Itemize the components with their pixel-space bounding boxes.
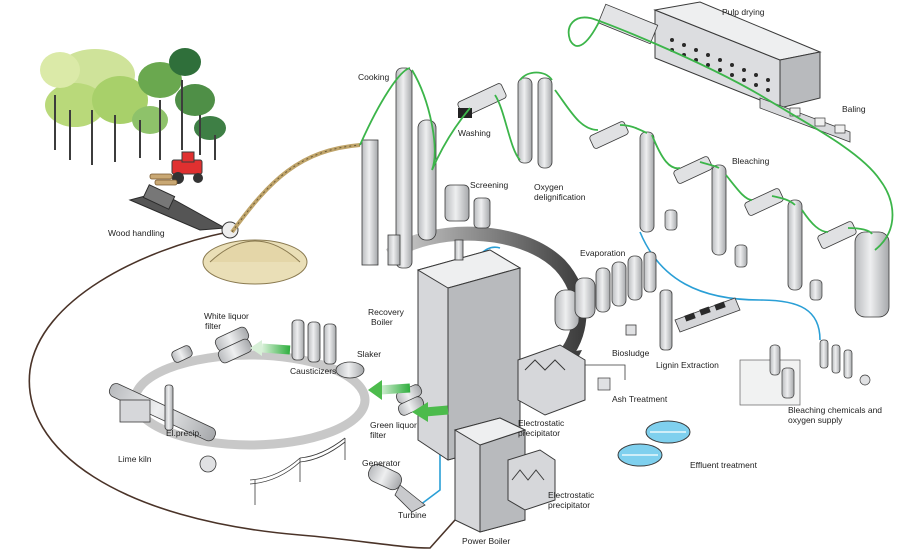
label-generator: Generator bbox=[362, 458, 401, 468]
baling-line bbox=[759, 97, 851, 143]
lime-kiln bbox=[108, 383, 217, 473]
electrostatic-precipitator-power bbox=[507, 449, 556, 511]
label-causticizers: Causticizers bbox=[290, 366, 337, 376]
bleaching-stages bbox=[589, 121, 890, 318]
electrostatic-precipitator-recovery bbox=[517, 344, 586, 416]
ash-treatment-unit bbox=[585, 364, 626, 391]
label-pulp-drying: Pulp drying bbox=[722, 7, 765, 17]
green-flow-arrow-causticizers bbox=[261, 343, 291, 355]
label-oxygen-delignification-line2: delignification bbox=[534, 192, 586, 202]
label-power-boiler: Power Boiler bbox=[462, 536, 511, 546]
label-electrostatic-precipitator-recovery-line1: Electrostatic bbox=[518, 418, 565, 428]
wood-handling-equipment bbox=[128, 184, 239, 239]
label-white-liquor-filter-line1: White liquor bbox=[204, 311, 249, 321]
evaporation-plant bbox=[554, 251, 657, 336]
causticizers bbox=[291, 319, 337, 365]
cooking-digesters bbox=[361, 67, 437, 269]
label-green-liquor-filter-line2: filter bbox=[370, 430, 387, 440]
label-green-liquor-filter-line1: Green liquor bbox=[370, 420, 417, 430]
label-biosludge: Biosludge bbox=[612, 348, 650, 358]
green-flow-arrow-green-liquor bbox=[424, 405, 449, 417]
label-turbine: Turbine bbox=[398, 510, 427, 520]
pulp-line-green bbox=[359, 16, 894, 251]
label-bleaching-chemicals-line1: Bleaching chemicals and bbox=[788, 405, 883, 415]
label-recovery-boiler-line1: Recovery bbox=[368, 307, 404, 317]
label-screening: Screening bbox=[470, 180, 509, 190]
label-white-liquor-filter-line2: filter bbox=[205, 321, 222, 331]
screening-tanks bbox=[444, 184, 491, 229]
label-cooking: Cooking bbox=[358, 72, 390, 82]
label-slaker: Slaker bbox=[357, 349, 382, 359]
label-oxygen-delignification-line1: Oxygen bbox=[534, 182, 564, 192]
forest-trees bbox=[40, 48, 226, 165]
label-wood-handling: Wood handling bbox=[108, 228, 165, 238]
chip-conveyor bbox=[230, 143, 361, 234]
pulp-drying-building bbox=[597, 1, 822, 109]
power-lines bbox=[249, 437, 346, 505]
label-recovery-boiler-line2: Boiler bbox=[371, 317, 393, 327]
label-electrostatic-precipitator-power-line2: precipitator bbox=[548, 500, 591, 510]
label-lime-kiln: Lime kiln bbox=[118, 454, 152, 464]
label-ash-treatment: Ash Treatment bbox=[612, 394, 668, 404]
label-electrostatic-precipitator-recovery-line2: precipitator bbox=[518, 428, 561, 438]
brown-return-line bbox=[28, 231, 456, 549]
label-washing: Washing bbox=[458, 128, 491, 138]
label-bleaching-chemicals-line2: oxygen supply bbox=[788, 415, 843, 425]
slaker bbox=[335, 361, 365, 379]
effluent-treatment-basins bbox=[617, 420, 691, 467]
label-bleaching: Bleaching bbox=[732, 156, 770, 166]
oxygen-delignification-towers bbox=[517, 77, 553, 169]
lignin-extraction-plant bbox=[659, 289, 741, 351]
power-boiler bbox=[453, 417, 527, 533]
label-el-precip: El.precip. bbox=[166, 428, 202, 438]
washing-press bbox=[457, 83, 507, 118]
label-lignin-extraction: Lignin Extraction bbox=[656, 360, 719, 370]
turbine-generator bbox=[368, 463, 426, 513]
label-effluent-treatment: Effluent treatment bbox=[690, 460, 757, 470]
bleaching-chemicals-plant bbox=[739, 339, 871, 406]
white-liquor-filter bbox=[171, 326, 253, 364]
label-baling: Baling bbox=[842, 104, 866, 114]
label-electrostatic-precipitator-power-line1: Electrostatic bbox=[548, 490, 595, 500]
label-evaporation: Evaporation bbox=[580, 248, 626, 258]
green-flow-arrow-slaker bbox=[379, 383, 411, 395]
tractor bbox=[149, 151, 203, 186]
